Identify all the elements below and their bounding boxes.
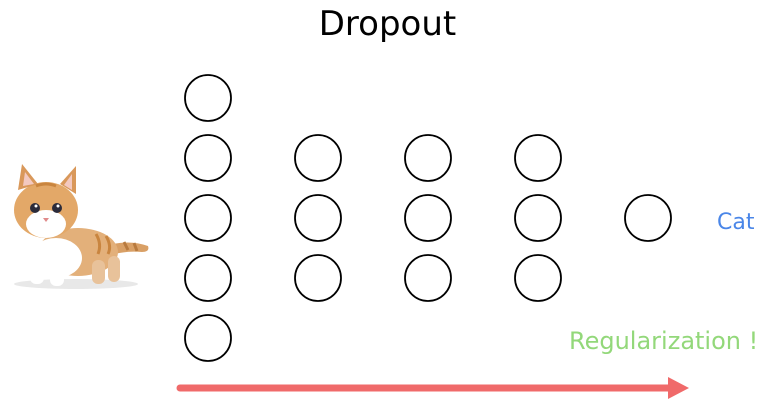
output-label: Cat: [717, 210, 755, 235]
neuron-layer-4-node-1: [514, 134, 562, 182]
neuron-layers: [184, 74, 672, 362]
neuron-layer-2-node-1: [294, 134, 342, 182]
right-arrow-icon: [668, 377, 689, 399]
neuron-layer-1-node-2: [184, 134, 232, 182]
neuron-layer-1-node-4: [184, 254, 232, 302]
neuron-layer-2-node-2: [294, 194, 342, 242]
neuron-layer-4-node-2: [514, 194, 562, 242]
neuron-layer-3-node-3: [404, 254, 452, 302]
neuron-layer-5-node-1: [624, 194, 672, 242]
neuron-layer-1-node-5: [184, 314, 232, 362]
neuron-layer-1-node-1: [184, 74, 232, 122]
kitten-image: [14, 164, 149, 289]
regularization-label: Regularization !: [569, 327, 759, 355]
neuron-layer-4-node-3: [514, 254, 562, 302]
neuron-layer-2-node-3: [294, 254, 342, 302]
neuron-layer-3-node-2: [404, 194, 452, 242]
neuron-layer-1-node-3: [184, 194, 232, 242]
diagram-title: Dropout: [318, 4, 457, 44]
neuron-layer-3-node-1: [404, 134, 452, 182]
progress-arrow: [176, 377, 689, 399]
